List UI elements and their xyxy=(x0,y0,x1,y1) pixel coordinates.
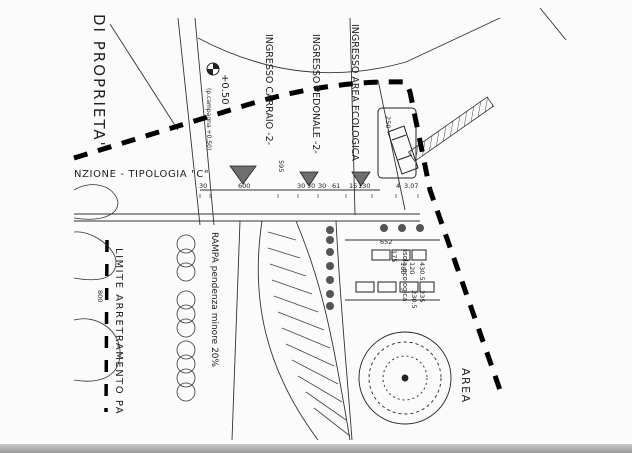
large-tree-bottom xyxy=(358,331,452,425)
ramp-stripes xyxy=(267,231,351,437)
label-ingresso-pedonale: INGRESSO PEDONALE -2- xyxy=(310,34,321,154)
dim-120: 120 xyxy=(408,262,416,274)
dim-30-c: 30 xyxy=(307,182,315,190)
dim-180: 180 xyxy=(399,262,407,274)
dim-652: 652 xyxy=(380,238,392,246)
dim-30-a: 30 xyxy=(199,182,207,190)
tree-left-top xyxy=(73,184,119,281)
tree-left-bottom xyxy=(73,318,121,382)
shrubs-strip xyxy=(326,224,424,310)
dim-307: 3.07 xyxy=(404,182,418,190)
label-elevation-note: (p.campagna +0.50) xyxy=(205,88,212,150)
entrance-arrows xyxy=(229,165,371,187)
dim-235: 235 xyxy=(418,290,426,302)
label-proprieta: DI PROPRIETA' xyxy=(90,14,108,148)
dim-4: 4 xyxy=(396,182,400,190)
elevation-marker xyxy=(206,62,220,76)
dim-595: 595 xyxy=(277,160,285,172)
label-isola: isola ecologica xyxy=(401,250,409,302)
dim-15: 15 xyxy=(349,182,357,190)
dim-600: 600 xyxy=(238,182,250,190)
isola-ecologica-stalls xyxy=(355,107,435,293)
dimension-labels: 30 600 30 30 30 61 15 130 4 3.07 652 800… xyxy=(96,116,426,309)
arrow-carraio-icon xyxy=(229,165,257,185)
trees-column xyxy=(176,234,196,402)
dim-30-d: 30 xyxy=(318,182,326,190)
dim-30-b: 30 xyxy=(297,182,305,190)
hatched-wall xyxy=(407,96,495,162)
dim-2305: 230.5 xyxy=(410,290,418,309)
dim-250: 250 xyxy=(384,116,392,128)
property-boundary xyxy=(73,79,503,391)
label-ingresso-area: INGRESSO AREA ECOLOGICA xyxy=(349,24,360,161)
dim-130: 130 xyxy=(358,182,370,190)
arrow-pedonale-icon xyxy=(299,171,319,187)
limit-line xyxy=(104,239,109,413)
dim-4305: 430.5 xyxy=(418,262,426,281)
label-rampa: RAMPA pendenza minore 20% xyxy=(209,232,219,368)
label-area: AREA xyxy=(459,368,472,404)
label-elevation: +0.50 xyxy=(219,74,230,105)
car-symbol xyxy=(387,125,419,175)
dim-175: 175 xyxy=(390,250,398,262)
dim-800: 800 xyxy=(96,290,104,302)
arrow-area-icon xyxy=(351,171,371,187)
label-ingresso-carraio: INGRESSO CARRAIO -2- xyxy=(263,34,274,145)
label-recinzione: NZIONE - TIPOLOGIA "C" xyxy=(74,169,209,180)
thin-linework xyxy=(74,7,567,441)
dimension-ticks xyxy=(199,194,419,198)
bottom-strip xyxy=(0,444,632,453)
label-limite: LIMITE ARRETRAMENTO PA xyxy=(113,248,124,415)
dim-61: 61 xyxy=(332,182,340,190)
